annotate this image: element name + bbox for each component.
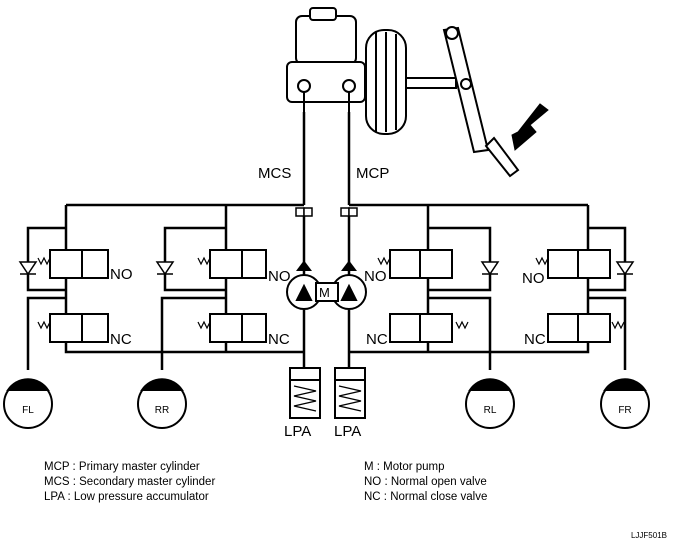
wheel-label-fl: FL [22, 405, 34, 416]
check-valves [18, 261, 635, 276]
orifice-dampers [295, 207, 358, 217]
brake-booster [365, 29, 457, 135]
motor [315, 282, 339, 302]
nc-label-fr: NC [524, 331, 546, 348]
legend-item-mcp: MCP : Primary master cylinder [44, 461, 200, 473]
nc-label-fl: NC [110, 331, 132, 348]
legend-left: MCP : Primary master cylinder MCS : Seco… [44, 460, 215, 505]
valve-springs [37, 256, 625, 330]
no-label-rr: NO [268, 268, 291, 285]
wheel-label-rl: RL [484, 405, 497, 416]
wheel-label-rr: RR [155, 405, 169, 416]
wheel-cylinders [3, 378, 650, 429]
pump-right [331, 260, 367, 310]
lpa-label-right: LPA [334, 423, 361, 440]
mcs-label: MCS [258, 165, 291, 182]
no-label-fr: NO [522, 270, 545, 287]
hydraulic-lines [26, 112, 627, 370]
legend-right: M : Motor pump NO : Normal open valve NC… [364, 460, 487, 505]
legend-item-nc: NC : Normal close valve [364, 491, 488, 503]
motor-label: M [319, 285, 330, 300]
mcp-label: MCP [356, 165, 389, 182]
pump-left [286, 260, 322, 310]
legend-item-m: M : Motor pump [364, 461, 445, 473]
no-label-fl: NO [110, 266, 133, 283]
legend-item-mcs: MCS : Secondary master cylinder [44, 476, 216, 488]
master-cylinder-assembly [286, 7, 366, 112]
legend-item-no: NO : Normal open valve [364, 476, 487, 488]
solenoid-valves [49, 249, 611, 343]
nc-label-rr: NC [268, 331, 290, 348]
no-label-rl: NO [364, 268, 387, 285]
pedal-force-arrow [511, 103, 549, 151]
brake-pedal [442, 26, 520, 178]
figure-code: LJJF501B [630, 531, 667, 540]
lpa-label-left: LPA [284, 423, 311, 440]
legend-item-lpa: LPA : Low pressure accumulator [44, 491, 209, 503]
low-pressure-accumulators [289, 367, 366, 419]
wheel-label-fr: FR [618, 405, 631, 416]
nc-label-rl: NC [366, 331, 388, 348]
